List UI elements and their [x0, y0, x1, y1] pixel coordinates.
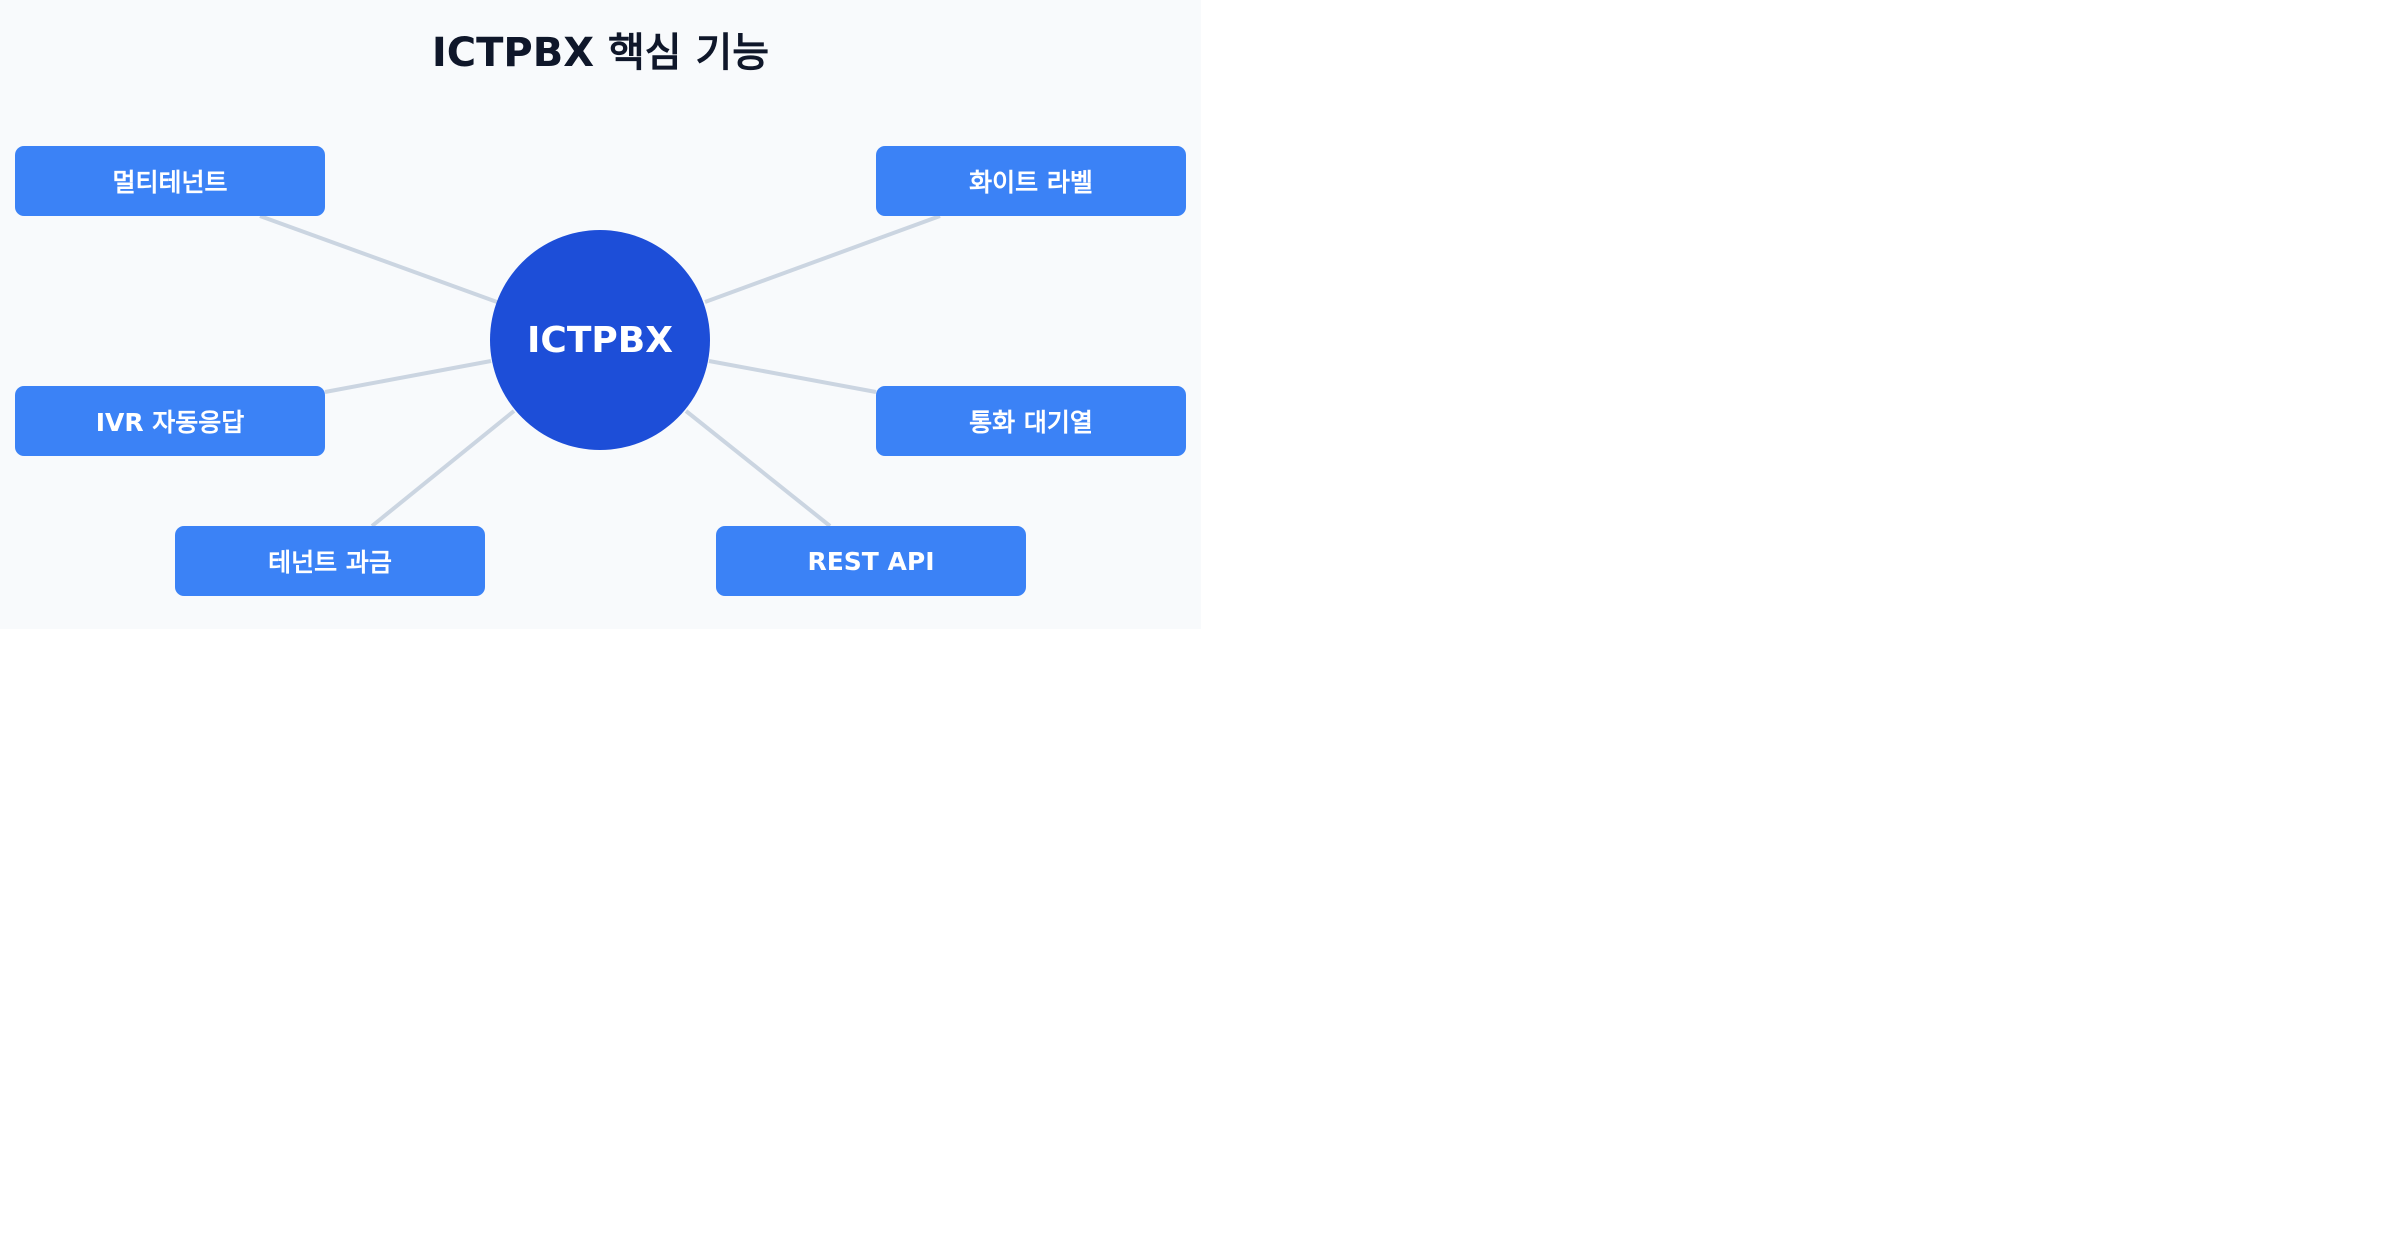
diagram-title: ICTPBX 핵심 기능: [431, 30, 770, 76]
connector-multitenant: [259, 214, 498, 304]
feature-label: 멀티테넌트: [112, 168, 228, 197]
feature-node-call-queue: 통화 대기열: [876, 386, 1186, 456]
connector-rest-api: [684, 409, 832, 528]
connector-ivr: [324, 359, 492, 394]
connector-lines: [259, 214, 941, 528]
connector-tenant-billing: [370, 409, 516, 528]
connector-call-queue: [708, 359, 877, 394]
feature-label: 테넌트 과금: [268, 548, 392, 577]
feature-node-tenant-billing: 테넌트 과금: [175, 526, 485, 596]
feature-label: REST API: [807, 546, 935, 576]
hub-label: ICTPBX: [527, 319, 673, 361]
feature-node-rest-api: REST API: [716, 526, 1026, 596]
feature-node-ivr: IVR 자동응답: [15, 386, 325, 456]
feature-label: 화이트 라벨: [969, 168, 1093, 197]
connector-white-label: [704, 214, 941, 304]
hub-node: ICTPBX: [490, 230, 710, 450]
feature-label: 통화 대기열: [969, 408, 1093, 437]
diagram-canvas: ICTPBX 핵심 기능 ICTPBX 멀티테넌트 화이트 라벨 IVR 자동응…: [0, 0, 1201, 629]
feature-label: IVR 자동응답: [95, 408, 245, 437]
feature-node-multitenant: 멀티테넌트: [15, 146, 325, 216]
feature-node-white-label: 화이트 라벨: [876, 146, 1186, 216]
